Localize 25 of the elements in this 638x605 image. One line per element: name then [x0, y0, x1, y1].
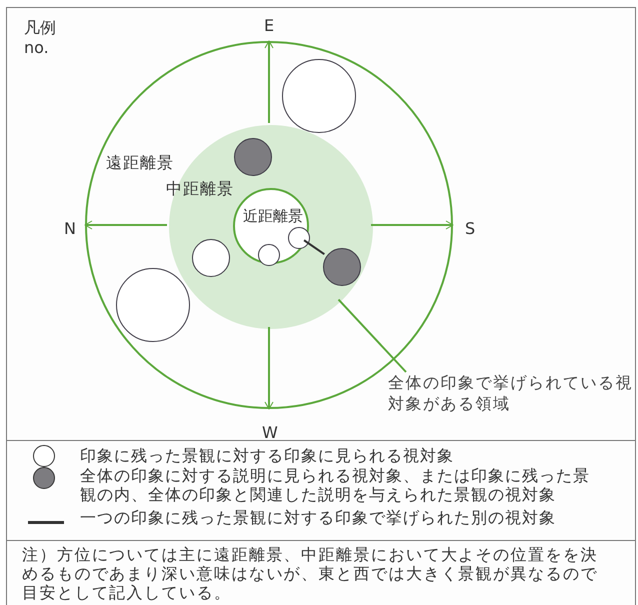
- direction-arrow: [84, 220, 167, 230]
- footnote: 注）方位については主に遠距離景、中距離景において大よその位置をを決めるものであまり深い意味はないが、東と西では大きく景観が異なるので目安として記入している。: [22, 545, 599, 602]
- direction-label: N: [64, 219, 76, 238]
- direction-arrow: [264, 327, 274, 410]
- leader-line: [338, 298, 407, 373]
- legend-number: no.: [24, 38, 49, 57]
- direction-label: E: [264, 16, 274, 35]
- direction-arrow: [371, 220, 454, 230]
- legend-text: 全体の印象に対する説明に見られる視対象、または印象に残った景観の内、全体の印象と関連した説明を与えられた景観の視対象: [80, 466, 591, 504]
- legend-text: 一つの印象に残った景観に対する印象で挙げられた別の視対象: [80, 508, 557, 527]
- zone-label: 近距離景: [243, 207, 303, 226]
- zone-label: 中距離景: [166, 179, 234, 200]
- callout-text: 全体の印象で挙げられている視対象がある領域: [388, 372, 634, 415]
- open-circle: [288, 227, 310, 249]
- direction-arrow: [264, 40, 274, 123]
- legend-heading: 凡例: [24, 18, 56, 39]
- direction-label: W: [262, 423, 278, 442]
- filled-circle: [234, 138, 272, 176]
- direction-label: S: [465, 219, 476, 238]
- connector-line: [304, 239, 325, 256]
- filled-circle: [323, 248, 361, 286]
- legend-text: 印象に残った景観に対する印象に見られる視対象: [80, 446, 455, 465]
- open-circle: [192, 239, 230, 277]
- open-circle: [258, 244, 280, 266]
- zone-label: 遠距離景: [106, 153, 174, 174]
